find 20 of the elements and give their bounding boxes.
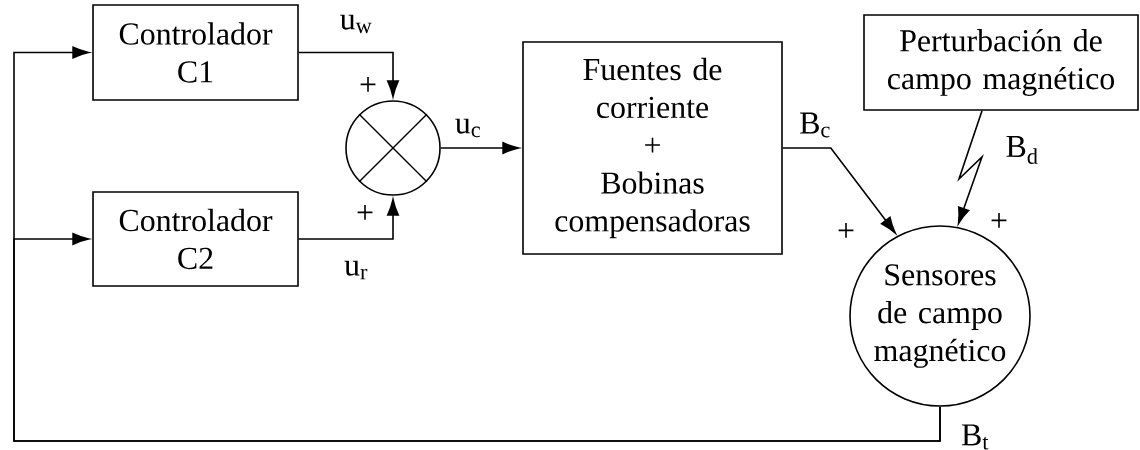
summing-junction — [345, 100, 441, 196]
arrow — [782, 147, 896, 234]
signal-label: u$_{r}$ — [343, 259, 369, 281]
controller-box: Controlador C2 — [92, 191, 299, 287]
sign-label: + — [360, 77, 376, 92]
sign-label: + — [991, 213, 1007, 228]
arrow — [440, 142, 520, 154]
signal-label: B$_{t}$ — [960, 423, 990, 450]
process-box: Fuentes de corriente + Bobinas compensadoras — [522, 41, 783, 255]
signal-label: B$_{c}$ — [798, 111, 832, 139]
disturbance-box: Perturbación de campo magnético — [863, 14, 1139, 111]
signal-label: B$_{d}$ — [1004, 134, 1040, 165]
arrow — [957, 110, 984, 225]
sign-label: + — [357, 205, 373, 220]
arrow — [298, 51, 399, 98]
signal-label: u$_{w}$ — [338, 13, 374, 35]
signal-label: u$_{c}$ — [453, 117, 483, 139]
arrow — [298, 198, 399, 240]
arrow — [13, 233, 941, 442]
controller-box: Controlador C1 — [92, 4, 299, 101]
